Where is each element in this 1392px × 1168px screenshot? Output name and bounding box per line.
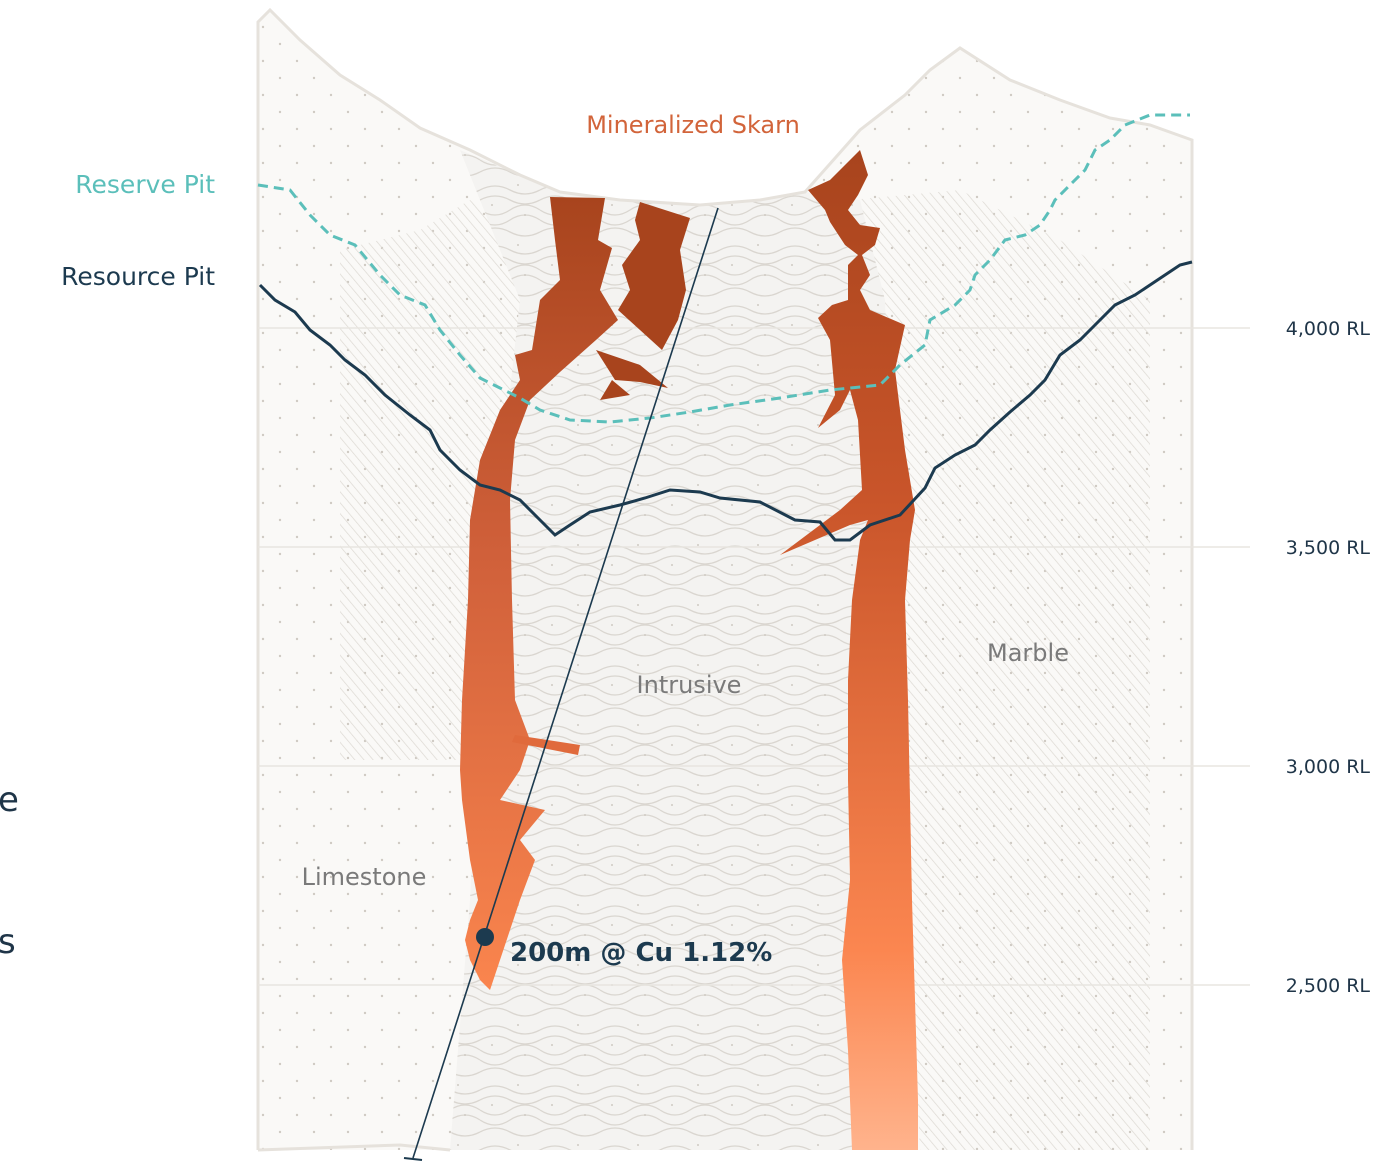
tick-label: 4,000 RL: [1286, 318, 1371, 340]
limestone-label: Limestone: [302, 863, 427, 891]
reserve-pit-label: Reserve Pit: [75, 170, 215, 199]
cropped-edge-text: e: [0, 780, 19, 820]
marble-label: Marble: [987, 639, 1069, 667]
elevation-axis: 4,000 RL 3,500 RL 3,000 RL 2,500 RL: [1286, 318, 1371, 997]
resource-pit-line: [258, 260, 1193, 542]
skarn-body-right: [780, 150, 918, 1150]
skarn-body-left: [460, 197, 690, 990]
marble-zone: [340, 200, 540, 760]
elevation-gridlines: [258, 327, 1250, 986]
intercept-label: 200m @ Cu 1.12%: [510, 938, 772, 968]
cropped-edge-text: s: [0, 922, 16, 962]
resource-pit-label: Resource Pit: [61, 262, 215, 291]
mineralized-skarn-label: Mineralized Skarn: [586, 111, 800, 139]
tick-label: 3,500 RL: [1286, 537, 1371, 559]
drill-hole: [403, 207, 719, 1161]
intrusive-label: Intrusive: [637, 671, 742, 699]
tick-label: 3,000 RL: [1286, 756, 1371, 778]
intercept-marker: [476, 928, 494, 946]
section-outline: [256, 7, 1194, 1150]
tick-label: 2,500 RL: [1286, 975, 1371, 997]
intrusive-zone: [450, 150, 890, 1150]
